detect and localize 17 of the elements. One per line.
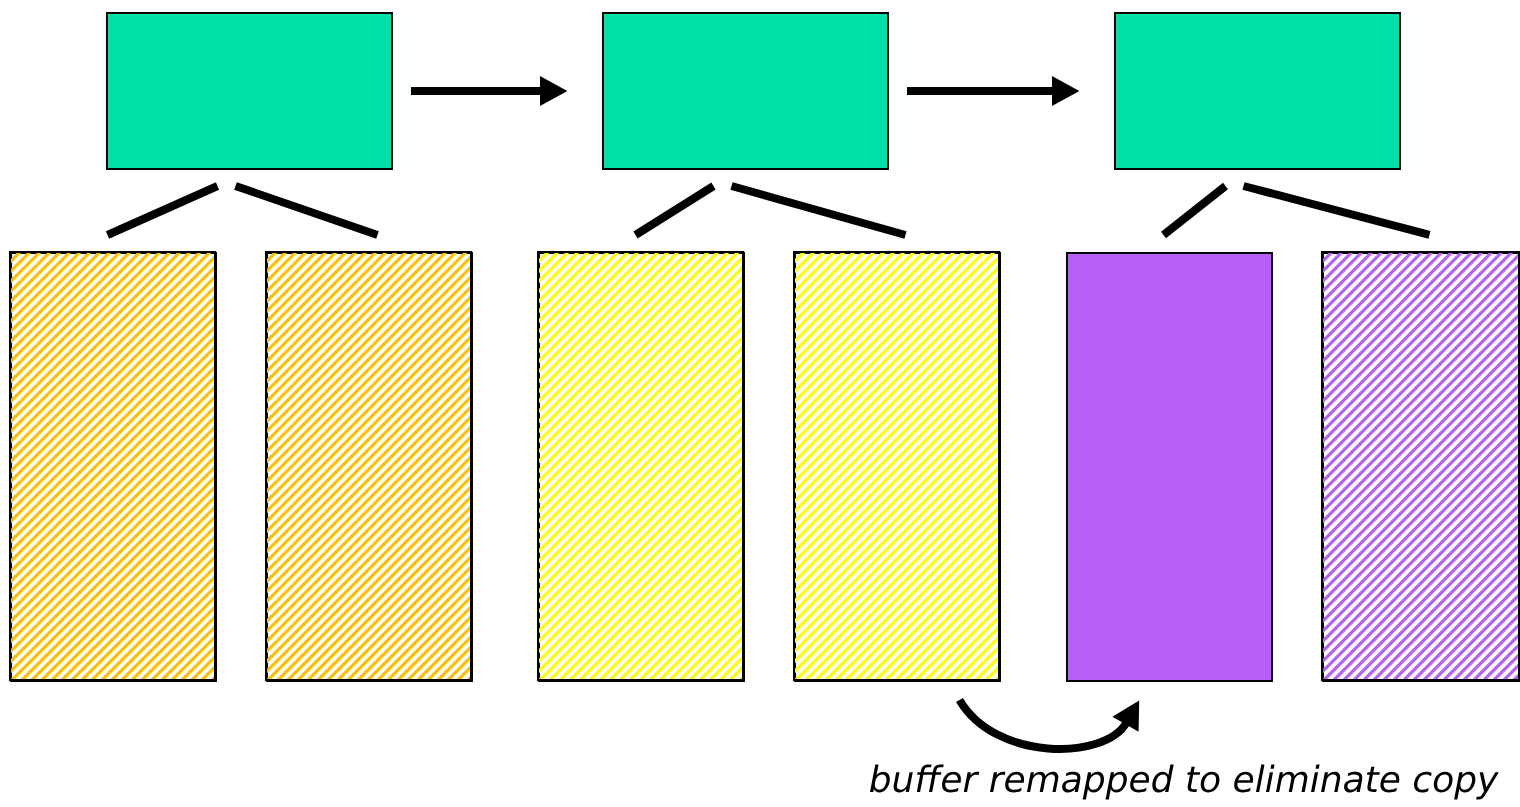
connector-line bbox=[105, 182, 220, 239]
buffer-box bbox=[265, 251, 473, 682]
buffer-box bbox=[1066, 252, 1273, 682]
curved-arrow bbox=[956, 697, 1140, 753]
edge-label: buffer remapped to eliminate copy bbox=[870, 764, 1499, 800]
buffer-box bbox=[793, 251, 1001, 682]
module-box bbox=[106, 12, 393, 170]
buffer-box bbox=[537, 251, 745, 682]
connector-line bbox=[1242, 182, 1431, 239]
connector-line bbox=[730, 182, 907, 239]
module-box bbox=[602, 12, 889, 170]
connector-line bbox=[633, 182, 716, 239]
module-box bbox=[1114, 12, 1401, 170]
connector-line bbox=[234, 182, 379, 239]
buffer-box bbox=[9, 251, 217, 682]
buffer-box bbox=[1321, 251, 1520, 682]
connector-line bbox=[1161, 182, 1228, 239]
